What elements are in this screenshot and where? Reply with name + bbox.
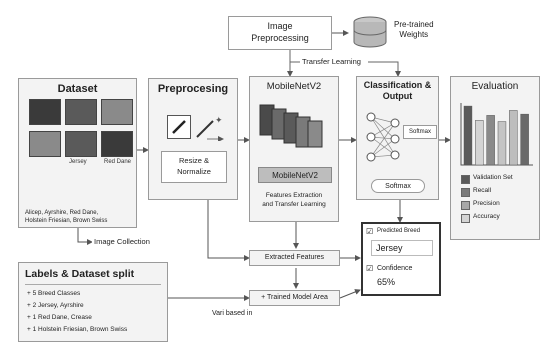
cow-photo-4 [29,131,61,157]
mobilenet-inner-label: MobileNetV2 [272,171,318,180]
image-collection-label: Image Collection [94,237,150,246]
chart-bar [486,115,495,166]
softmax-bottom-box: Softmax [371,179,425,193]
legend-label: Accuracy [473,213,500,220]
confidence-label: Confidence [377,265,413,272]
confidence-value: 65% [377,277,396,287]
labels-divider [25,284,161,285]
chart-axis [460,103,533,166]
legend-label: Recall [473,187,492,194]
chart-bar [497,121,507,166]
database-icon [353,16,387,48]
extracted-features-box: Extracted Features [249,250,340,266]
label-item: + 2 Jersey, Ayrshire [27,302,84,309]
dataset-title: Dataset [57,83,98,95]
classification-title: Classification & Output [363,80,432,101]
cow-photo-2 [65,99,97,125]
cow-photo-5 [65,131,97,157]
resize-normalize-box: Resize & Normalize [161,151,227,183]
pretrained-weights-label: Pre-trained Weights [394,20,434,39]
mobilenet-inner-box: MobileNetV2 [258,167,332,183]
label-item: + 1 Red Dane, Crease [27,314,92,321]
softmax-side-label: Softmax [408,129,431,135]
predicted-breed-label: Predicted Breed [377,228,421,234]
brush-tool-icon [167,115,191,139]
evaluation-title: Evaluation [471,81,519,92]
predicted-breed-value-box: Jersey [371,240,433,256]
legend-swatch [461,214,470,223]
softmax-side-box: Softmax [403,125,437,139]
legend-swatch [461,201,470,210]
evaluation-bar-chart [460,103,533,166]
image-preprocessing-label: Image Preprocessing [251,21,309,43]
softmax-bottom-label: Softmax [385,183,411,190]
labels-title: Labels & Dataset split [25,268,135,280]
cow-photo-6 [101,131,133,157]
resize-normalize-label: Resize & Normalize [177,156,211,176]
mobilenet-panel: MobileNetV2 MobileNetV2 Features Extract… [249,76,339,222]
cow-photo-3 [101,99,133,125]
chart-bar [475,120,484,166]
legend-label: Precision [473,200,500,207]
svg-text:✦: ✦ [215,115,223,125]
predicted-checkbox-icon: ☑ [366,227,374,236]
photo-label-jersey: Jersey [69,159,87,165]
dataset-panel: Dataset Jersey Red Dane Alicep, Ayrshire… [18,78,137,228]
chart-bar [463,105,473,166]
magic-wand-icon: ✦ [196,115,224,141]
extracted-features-label: Extracted Features [264,254,325,261]
image-collection-box: Image Collection [92,236,166,250]
label-item: + 5 Breed Classes [27,290,81,297]
vari-based-label: Vari based in [212,310,253,317]
confidence-checkbox-icon: ☑ [366,264,374,273]
prediction-panel: ☑ Predicted Breed Jersey ☑ Confidence 65… [361,222,441,296]
legend-swatch [461,188,470,197]
neural-network-icon [366,112,400,162]
image-preprocessing-box: Image Preprocessing [228,16,332,50]
preprocessing-title: Preprocesing [157,83,229,95]
legend-swatch [461,175,470,184]
labels-panel: Labels & Dataset split + 5 Breed Classes… [18,262,168,342]
predicted-breed-value: Jersey [376,243,403,253]
cow-photo-1 [29,99,61,125]
cnn-layers-icon [259,104,323,148]
preprocessing-panel: Preprocesing ✦ Resize & Normalize [148,78,238,200]
mobilenet-caption: Features Extraction and Transfer Learnin… [262,192,326,208]
chart-bar [509,110,518,166]
legend-label: Validation Set [473,174,513,181]
chart-bar [520,113,529,166]
trained-model-box: + Trained Model Area [249,290,340,306]
dataset-classes-text: Alicep, Ayrshire, Red Dane, Holstein Fri… [25,210,108,224]
photo-label-red-dane: Red Dane [104,159,132,165]
mobilenet-title: MobileNetV2 [266,81,322,92]
label-item: + 1 Holstein Friesian, Brown Swiss [27,326,128,333]
trained-model-label: + Trained Model Area [261,294,328,301]
classification-panel: Classification & Output Softmax Softmax [356,76,439,200]
transfer-learning-label: Transfer Learning [300,57,363,66]
